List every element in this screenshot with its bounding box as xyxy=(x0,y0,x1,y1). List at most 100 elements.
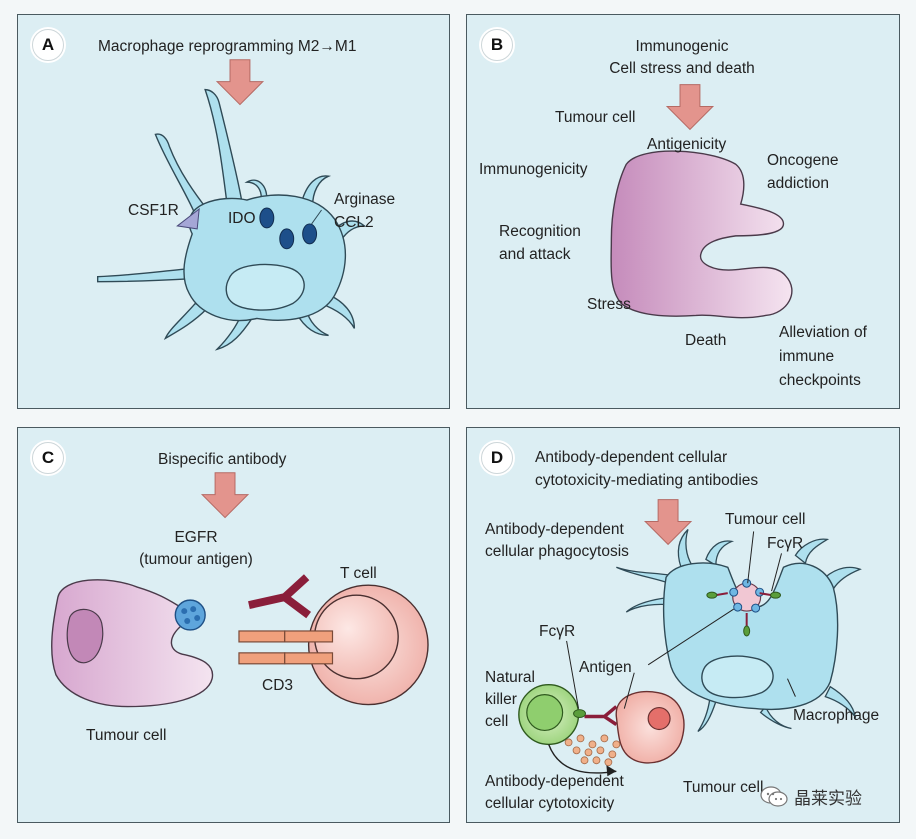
antigen-label: Antigen xyxy=(579,659,632,676)
tumour-nucleus xyxy=(647,706,671,731)
panel-c-title: Bispecific antibody xyxy=(158,451,287,468)
tumour-cell-illustration xyxy=(610,84,793,319)
panel-c: C Bispecific antibody EGFR (tumour antig… xyxy=(17,427,450,823)
macrophage-process xyxy=(759,705,792,730)
fcgr-receptor xyxy=(770,591,782,599)
granule xyxy=(279,228,295,250)
antigen xyxy=(755,587,765,597)
fcgr-left-pointer xyxy=(566,640,580,709)
macrophage-process xyxy=(824,685,857,719)
arginase-label: Arginase xyxy=(334,191,396,208)
down-arrow-icon xyxy=(215,59,265,106)
csf1r-receptor xyxy=(176,207,200,230)
macrophage-process xyxy=(705,540,735,567)
down-arrow-icon xyxy=(643,499,693,546)
ccl2-label: CCL2 xyxy=(334,214,374,231)
tumour-cell-bottom-label: Tumour cell xyxy=(683,779,764,796)
death-label: Death xyxy=(685,332,727,349)
egfr-antigen xyxy=(174,599,206,631)
panel-a: A Macrophage reprogramming M2→M1 CSF1R I… xyxy=(17,14,450,409)
fcgr-receptor xyxy=(743,625,751,637)
macrophage-process xyxy=(677,529,693,569)
antigen xyxy=(742,578,752,588)
adcc-antibody xyxy=(584,705,618,726)
oncogene-label-line1: Oncogene xyxy=(767,152,839,169)
macrophage-process xyxy=(616,566,673,583)
macrophage-process xyxy=(697,697,717,733)
alleviation-label-line3: checkpoints xyxy=(779,372,861,389)
recognition-label-line1: Recognition xyxy=(499,223,581,240)
antigen xyxy=(733,602,743,612)
macrophage-process xyxy=(154,133,211,220)
adcc-label-line1: Antibody-dependent xyxy=(485,773,624,790)
macrophage-illustration xyxy=(96,59,367,351)
alleviation-label-line1: Alleviation of xyxy=(779,324,867,341)
antigen-pointer xyxy=(647,608,735,666)
egfr-label-line2: (tumour antigen) xyxy=(139,551,253,568)
bispecific-antibody-illustration xyxy=(51,472,429,708)
ido-label: IDO xyxy=(228,210,256,227)
nk-label-line1: Natural xyxy=(485,669,535,686)
panel-d-badge: D xyxy=(481,442,513,474)
csf1r-label: CSF1R xyxy=(128,202,179,219)
tumour-cell-label: Tumour cell xyxy=(86,727,167,744)
panel-c-badge: C xyxy=(32,442,64,474)
arginase-pointer xyxy=(311,209,322,225)
macrophage-process xyxy=(163,302,209,341)
antigenicity-label: Antigenicity xyxy=(647,136,727,153)
nk-cell-nucleus xyxy=(526,694,564,732)
stress-label: Stress xyxy=(587,296,631,313)
macrophage-process xyxy=(824,566,862,591)
nk-label-line2: killer xyxy=(485,691,517,708)
panel-d: D Antibody-dependent cellular cytotoxici… xyxy=(466,427,900,823)
cd3-segment xyxy=(284,630,334,643)
panel-a-title: Macrophage reprogramming M2→M1 xyxy=(98,38,357,55)
bispecific-antibody xyxy=(248,574,312,619)
fcgr-top-label: FcγR xyxy=(767,535,804,552)
watermark: 晶莱实验 xyxy=(760,784,862,809)
oncogene-label-line2: addiction xyxy=(767,175,830,192)
panel-a-badge: A xyxy=(32,29,64,61)
cd3-label: CD3 xyxy=(262,677,294,694)
tumour-cell-label: Tumour cell xyxy=(555,109,636,126)
macrophage-process xyxy=(214,312,253,351)
fcgr-receptor xyxy=(573,709,586,719)
panel-b-title-line2: Cell stress and death xyxy=(609,60,755,77)
wechat-icon xyxy=(760,785,788,808)
macrophage-process xyxy=(794,538,830,565)
antigen xyxy=(729,587,739,597)
tumour-cell-shape xyxy=(610,150,793,319)
adcc-illustration xyxy=(518,499,862,777)
adcp-label-line1: Antibody-dependent xyxy=(485,521,624,538)
fcgr-top-pointer xyxy=(771,553,782,592)
adcp-label-line2: cellular phagocytosis xyxy=(485,543,629,560)
granule xyxy=(302,223,318,245)
recognition-label-line2: and attack xyxy=(499,246,571,263)
macrophage-process xyxy=(96,267,194,283)
fcgr-left-label: FcγR xyxy=(539,623,576,640)
macrophage-process xyxy=(204,88,243,205)
immunogenicity-label: Immunogenicity xyxy=(479,161,588,178)
tumour-nucleus xyxy=(66,608,104,664)
macrophage-label: Macrophage xyxy=(793,707,880,724)
cd3-segment xyxy=(238,652,286,665)
panel-d-title-line2: cytotoxicity-mediating antibodies xyxy=(535,472,759,489)
panel-b: B Immunogenic Cell stress and death Tumo… xyxy=(466,14,900,409)
macrophage-process xyxy=(300,175,332,208)
ido-granule xyxy=(259,207,275,229)
fcgr-receptor xyxy=(706,591,718,599)
antigen xyxy=(751,603,761,613)
cd3-segment xyxy=(284,652,334,665)
adcc-label-line2: cellular cytotoxicity xyxy=(485,795,615,812)
antigen-left-pointer xyxy=(623,672,635,709)
alleviation-label-line2: immune xyxy=(779,348,835,365)
cd3-segment xyxy=(238,630,286,643)
macrophage-nucleus xyxy=(225,263,305,311)
adcc-arrow xyxy=(548,744,617,774)
down-arrow-icon xyxy=(665,84,715,131)
t-cell-label: T cell xyxy=(340,565,377,582)
tumour-cell-top-label: Tumour cell xyxy=(725,511,806,528)
panel-d-title-line1: Antibody-dependent cellular xyxy=(535,449,728,466)
tumour-cell-pointer xyxy=(747,531,755,584)
watermark-text: 晶莱实验 xyxy=(794,789,862,808)
